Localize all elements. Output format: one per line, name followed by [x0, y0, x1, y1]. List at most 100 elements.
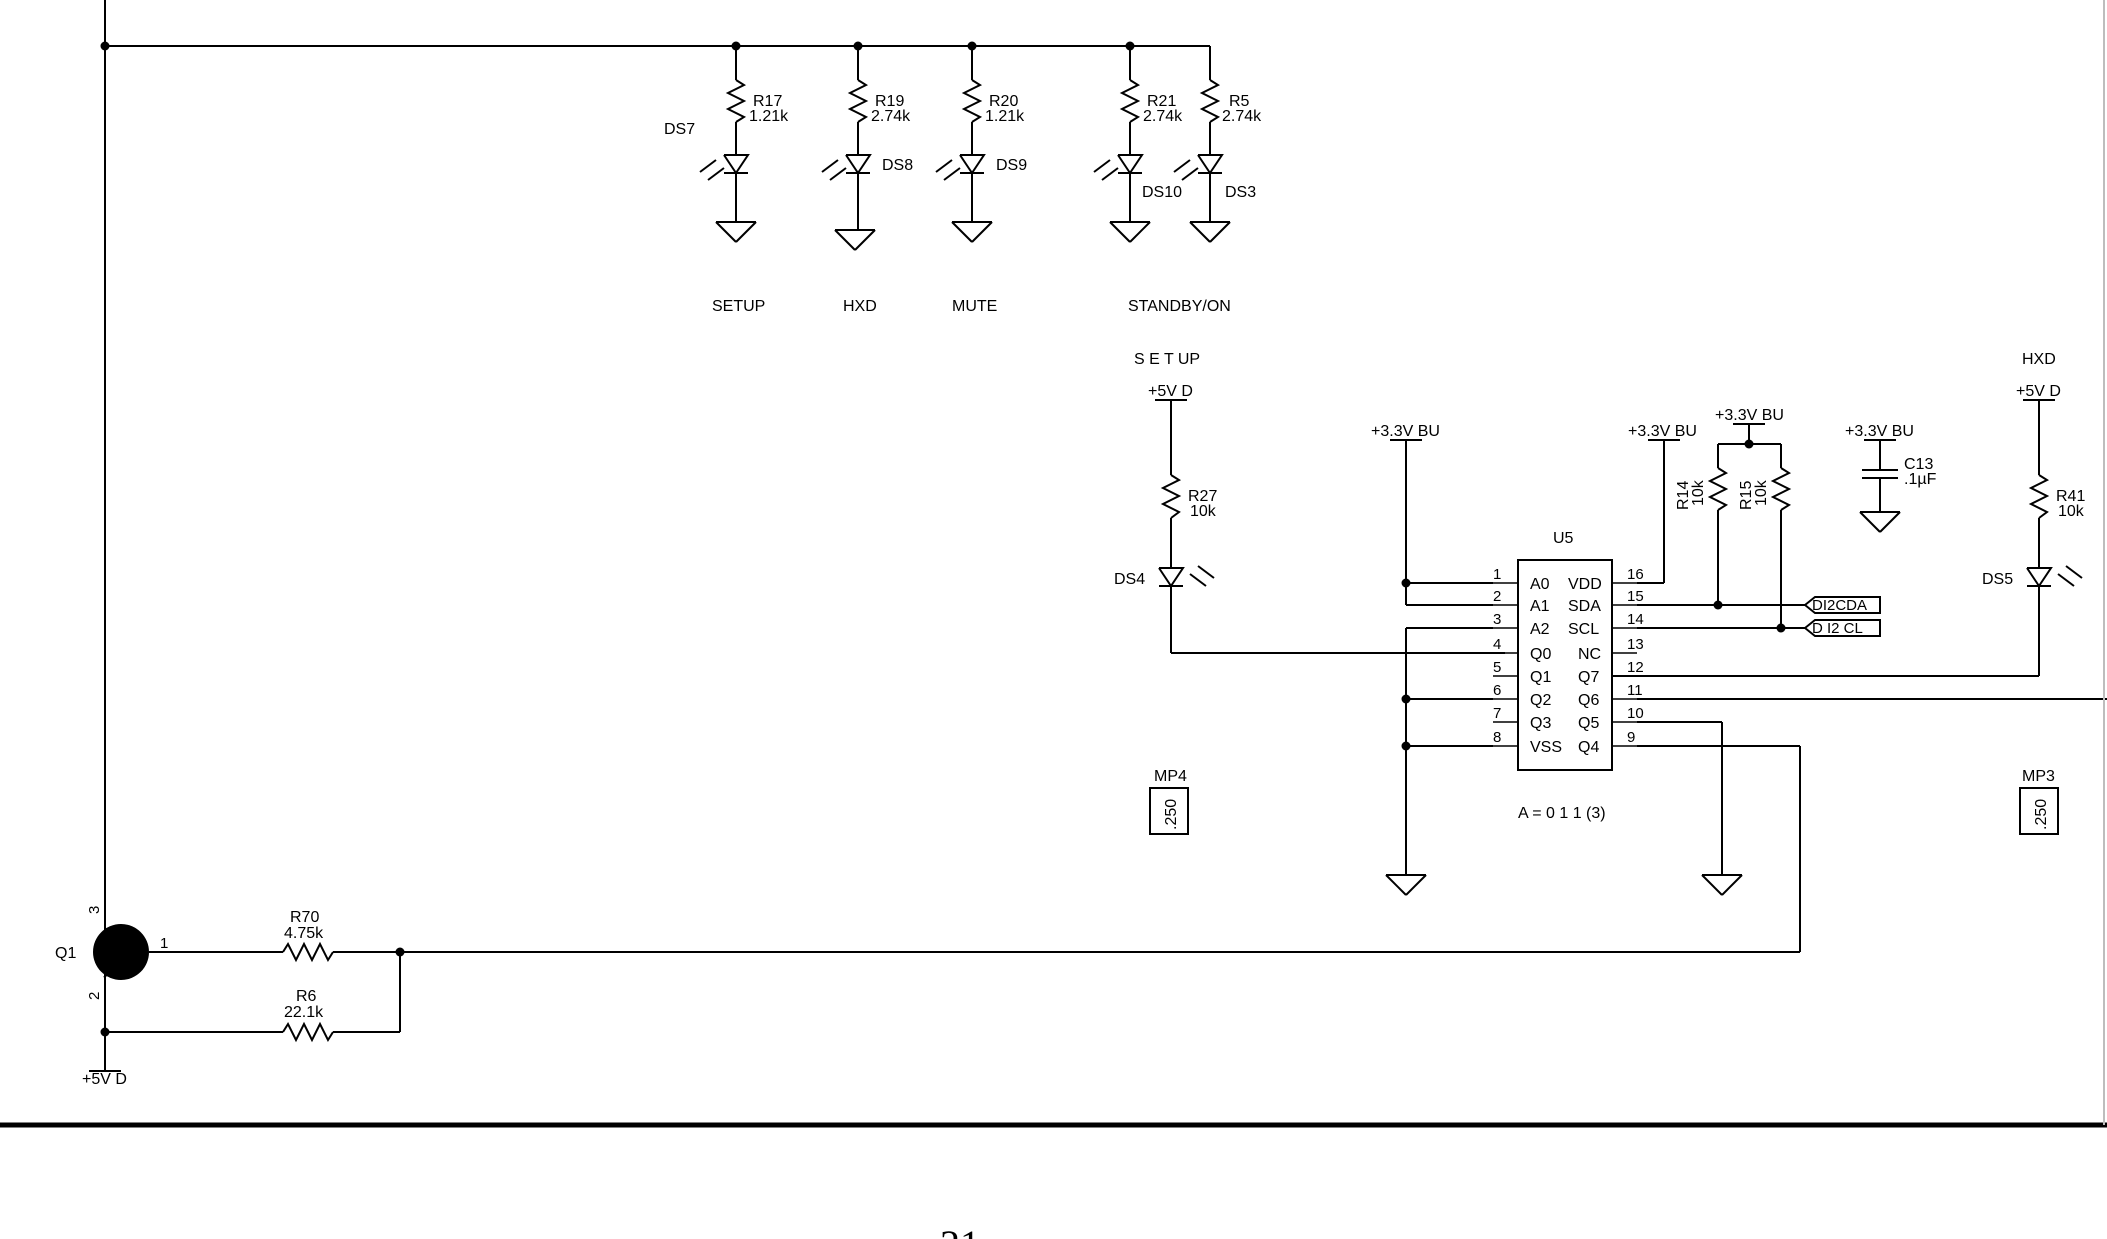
- u5-pin1-num: 1: [1493, 566, 1501, 583]
- page-number: 21: [940, 1222, 980, 1239]
- u5-pin14-name: SCL: [1568, 621, 1599, 638]
- r17-ref: R17: [753, 93, 782, 110]
- r21-ref: R21: [1147, 93, 1176, 110]
- mp4-value: .250: [1163, 799, 1180, 830]
- setup-rail: +5V D: [1148, 383, 1193, 400]
- hxd-title: HXD: [2022, 351, 2056, 368]
- u5-pin13-name: NC: [1578, 646, 1601, 663]
- u5-pin4-name: Q0: [1530, 646, 1551, 663]
- ds9-label: DS9: [996, 157, 1027, 174]
- label-standby-on: STANDBY/ON: [1128, 298, 1231, 315]
- u5-pin10-name: Q5: [1578, 715, 1599, 732]
- r15-value: 10k: [1753, 479, 1770, 506]
- u5-pin9-name: Q4: [1578, 739, 1599, 756]
- u5-pin15-num: 15: [1627, 588, 1644, 605]
- top-led-column-2: [821, 46, 876, 251]
- top-led-column-3: [935, 46, 993, 243]
- mounting-point-mp3: MP3 .250: [2019, 768, 2059, 835]
- transistor-q1: [89, 924, 283, 1072]
- q1-pin1: 1: [160, 935, 168, 952]
- r19-value: 2.74k: [871, 108, 911, 125]
- u5-ic: [1493, 559, 1637, 771]
- label-hxd: HXD: [843, 298, 877, 315]
- u5-vdd-rail: +3.3V BU: [1628, 423, 1697, 440]
- pullup-resistors: [1707, 423, 1792, 633]
- base-resistors: [105, 941, 405, 1043]
- net-label-sda: DI2CDA: [1804, 596, 1881, 614]
- r70-value: 4.75k: [284, 925, 324, 942]
- u5-pin16-name: VDD: [1568, 576, 1602, 593]
- u5-pin4-num: 4: [1493, 636, 1501, 653]
- r20-value: 1.21k: [985, 108, 1025, 125]
- u5-pin8-name: VSS: [1530, 739, 1562, 756]
- top-led-column-4: [1093, 46, 1151, 243]
- net-label-sda-text: DI2CDA: [1812, 597, 1867, 614]
- u5-a0-rail: +3.3V BU: [1371, 423, 1440, 440]
- r27-ref: R27: [1188, 488, 1217, 505]
- mp3-ref: MP3: [2022, 768, 2055, 785]
- r19-ref: R19: [875, 93, 904, 110]
- net-label-scl: D I2 CL: [1804, 619, 1881, 637]
- setup-branch: [1155, 399, 1505, 654]
- r5-value: 2.74k: [1222, 108, 1262, 125]
- u5-pin16-num: 16: [1627, 566, 1644, 583]
- net-label-scl-text: D I2 CL: [1812, 620, 1863, 637]
- u5-pin2-num: 2: [1493, 588, 1501, 605]
- u5-pin9-num: 9: [1627, 729, 1635, 746]
- mounting-point-mp4: MP4 .250: [1149, 768, 1189, 835]
- u5-pin15-name: SDA: [1568, 598, 1601, 615]
- r14-value: 10k: [1690, 479, 1707, 506]
- u5-pin3-name: A2: [1530, 621, 1550, 638]
- q1-pin2: 2: [86, 992, 103, 1000]
- u5-ref: U5: [1553, 530, 1574, 547]
- top-led-column-5: [1173, 79, 1231, 243]
- u5-pin6-num: 6: [1493, 682, 1501, 699]
- label-setup: SETUP: [712, 298, 765, 315]
- top-led-column-1: [699, 46, 757, 243]
- r20-ref: R20: [989, 93, 1018, 110]
- capacitor-c13: [1859, 439, 1901, 533]
- r17-value: 1.21k: [749, 108, 789, 125]
- q1-pin3: 3: [86, 906, 103, 914]
- u5-pin11-num: 11: [1627, 682, 1643, 699]
- u5-pin8-num: 8: [1493, 729, 1501, 746]
- r14-ref: R14: [1675, 481, 1692, 510]
- mp4-ref: MP4: [1154, 768, 1187, 785]
- r15-ref: R15: [1738, 481, 1755, 510]
- u5-left-wiring: [1385, 439, 1493, 896]
- u5-pin1-name: A0: [1530, 576, 1550, 593]
- ds7-label: DS7: [664, 121, 695, 138]
- label-mute: MUTE: [952, 298, 997, 315]
- u5-pin11-name: Q6: [1578, 692, 1599, 709]
- mp3-value: .250: [2033, 799, 2050, 830]
- r41-value: 10k: [2058, 503, 2085, 520]
- u5-pin12-num: 12: [1627, 659, 1644, 676]
- hxd-branch: [1612, 399, 2083, 677]
- q1-ref: Q1: [55, 945, 76, 962]
- q1-emitter-rail: +5V D: [82, 1071, 127, 1088]
- ds5-label: DS5: [1982, 571, 2013, 588]
- u5-pin14-num: 14: [1627, 611, 1644, 628]
- r6-ref: R6: [296, 988, 317, 1005]
- c13-value: .1µF: [1904, 471, 1937, 488]
- ds4-label: DS4: [1114, 571, 1145, 588]
- r6-value: 22.1k: [284, 1004, 324, 1021]
- u5-pin13-num: 13: [1627, 636, 1644, 653]
- u5-pin12-name: Q7: [1578, 669, 1599, 686]
- u5-right-wiring: [400, 439, 2107, 953]
- r27-value: 10k: [1190, 503, 1217, 520]
- u5-pin7-num: 7: [1493, 705, 1501, 722]
- u5-pin10-num: 10: [1627, 705, 1644, 722]
- ds10-label: DS10: [1142, 184, 1182, 201]
- c13-ref: C13: [1904, 456, 1933, 473]
- u5-pin3-num: 3: [1493, 611, 1501, 628]
- u5-pin5-name: Q1: [1530, 669, 1551, 686]
- hxd-rail: +5V D: [2016, 383, 2061, 400]
- r41-ref: R41: [2056, 488, 2085, 505]
- u5-pin5-num: 5: [1493, 659, 1501, 676]
- u5-pin2-name: A1: [1530, 598, 1550, 615]
- ds3-label: DS3: [1225, 184, 1256, 201]
- ds8-label: DS8: [882, 157, 913, 174]
- r5-ref: R5: [1229, 93, 1250, 110]
